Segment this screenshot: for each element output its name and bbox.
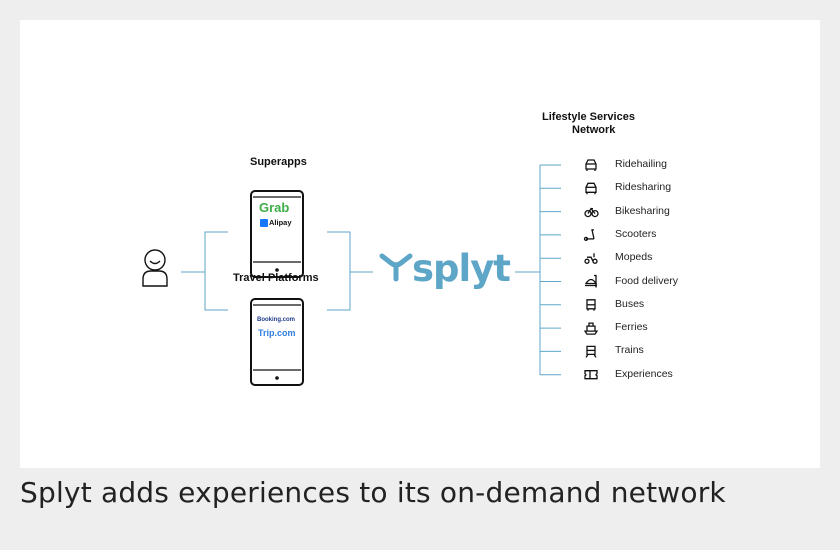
splyt-logo-mark [379, 253, 413, 282]
alipay-icon [260, 219, 268, 228]
service-label: Food delivery [615, 274, 679, 287]
network-title-line-2: Network [572, 124, 616, 136]
connector-lines [181, 165, 541, 375]
bicycle-icon [584, 207, 599, 218]
ferry-icon [583, 322, 599, 335]
superapps-title: Superapps [250, 156, 307, 168]
splyt-wordmark: splyt [412, 247, 511, 290]
service-label: Trains [615, 344, 644, 357]
car-front-icon [585, 159, 597, 171]
service-label: Ridesharing [615, 181, 672, 194]
bus-icon [586, 299, 596, 311]
moped-icon [584, 253, 598, 264]
service-label: Ferries [615, 321, 648, 334]
grab-logo: Grab [259, 200, 290, 215]
flow-diagram [142, 159, 599, 386]
train-icon [585, 345, 597, 358]
service-label: Ridehailing [615, 158, 667, 170]
ticket-icon [584, 370, 598, 380]
user-icon [142, 249, 168, 287]
travel-platforms-phone [250, 298, 304, 386]
diagram-frame: Superapps Travel Platforms Grab Alipay B… [20, 20, 820, 468]
scooter-icon [583, 229, 595, 241]
service-label: Bikesharing [615, 204, 670, 217]
service-label: Scooters [615, 227, 657, 240]
food-delivery-icon [584, 274, 598, 288]
superapps-phone [250, 190, 304, 278]
service-label: Buses [615, 297, 645, 310]
service-label: Experiences [615, 367, 673, 380]
service-label: Mopeds [615, 251, 653, 264]
trip-logo: Trip.com [258, 328, 296, 338]
network-title-line-1: Lifestyle Services [542, 111, 635, 123]
caption: Splyt adds experiences to its on-demand … [20, 476, 726, 509]
booking-logo: Booking.com [257, 317, 296, 323]
service-connectors [540, 164, 561, 376]
car-front-icon [585, 182, 597, 195]
travel-platforms-title: Travel Platforms [233, 272, 319, 284]
alipay-logo: Alipay [260, 218, 292, 228]
